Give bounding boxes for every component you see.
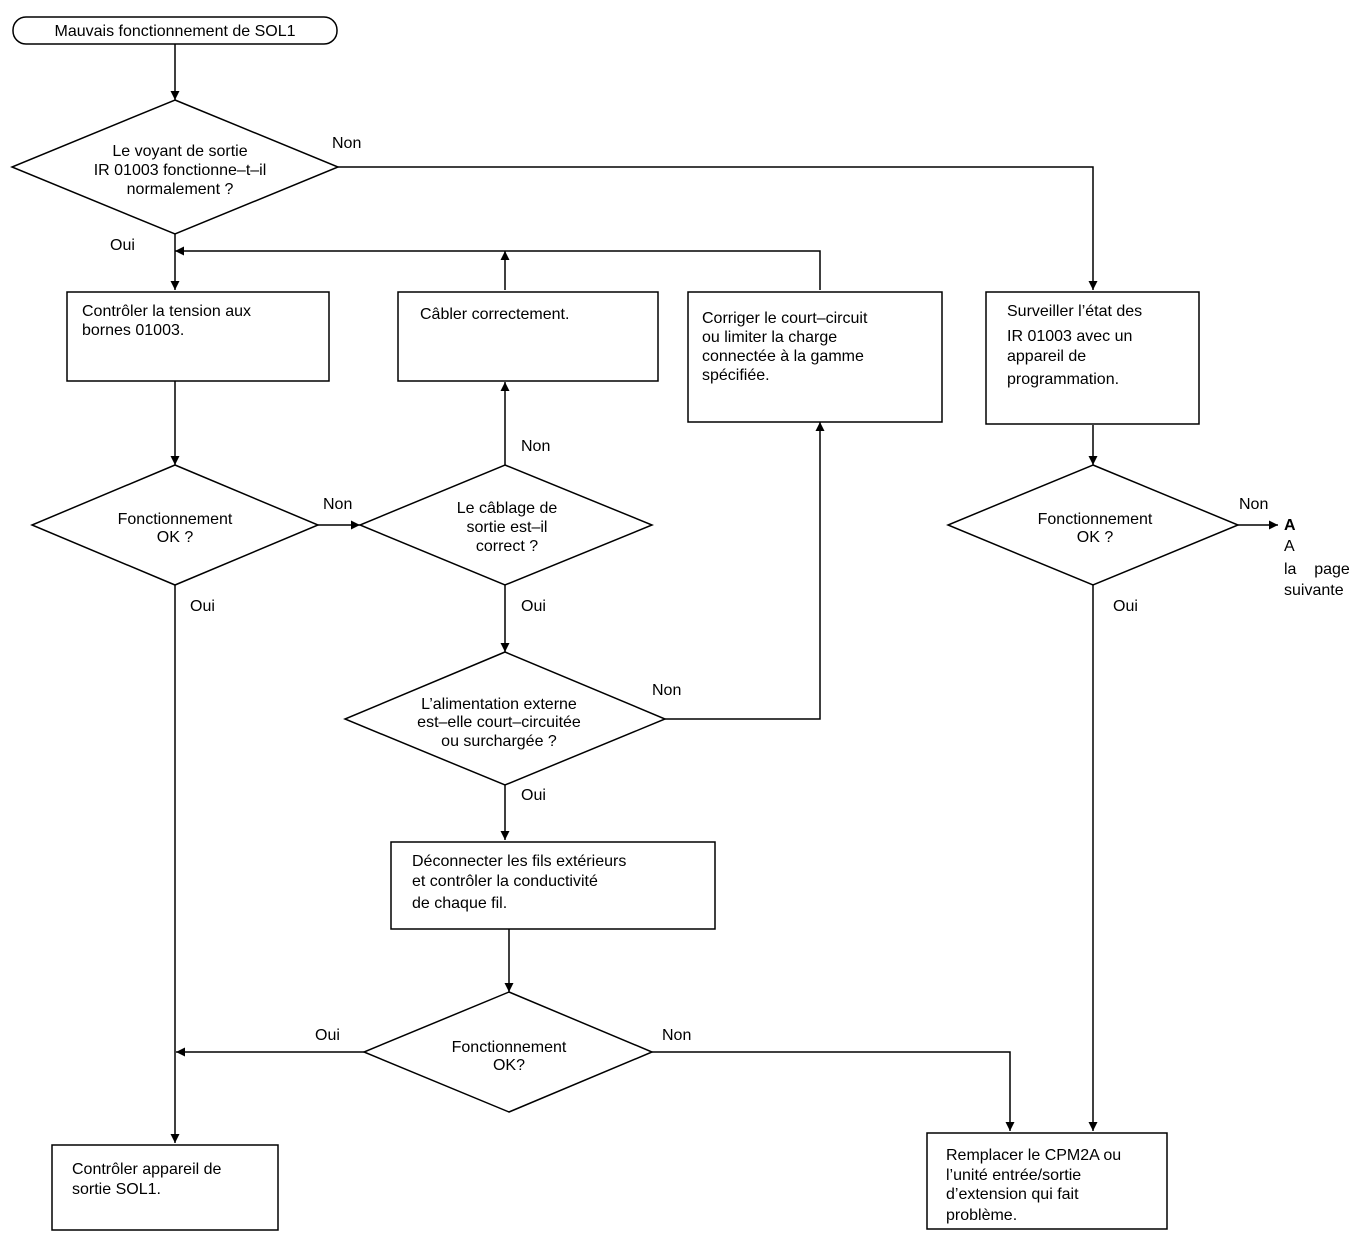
decision-d1-shape <box>10 99 340 235</box>
process-p3-shape <box>687 291 943 423</box>
offpage-connector: A A la page suivante <box>1284 517 1350 599</box>
decision-d6-line-2: OK ? <box>1077 529 1114 546</box>
decision-d1-line-2: IR 01003 fonctionne–t–il <box>94 162 267 179</box>
process-p1-shape <box>66 291 330 382</box>
process-p7-line-3: d’extension qui fait <box>946 1186 1079 1203</box>
edge-labels: Non Oui Non Oui Non Oui Non Oui Oui Non … <box>110 135 1268 1044</box>
decision-d2-line-1: Fonctionnement <box>118 511 233 528</box>
process-p2-line-1: Câbler correctement. <box>420 306 569 323</box>
decision-d6: Fonctionnement OK ? <box>946 464 1240 586</box>
decision-d3: Le câblage de sortie est–il correct ? <box>358 464 654 586</box>
label-d3-no: Non <box>521 438 550 455</box>
decision-d3-line-1: Le câblage de <box>457 500 558 517</box>
decision-d1-line-1: Le voyant de sortie <box>112 143 247 160</box>
connector-note-line-2: la page <box>1284 561 1350 578</box>
start-label: Mauvais fonctionnement de SOL1 <box>54 23 295 40</box>
process-p2: Câbler correctement. <box>397 291 659 382</box>
decision-d5-shape <box>362 991 654 1113</box>
process-p4: Surveiller l’état des IR 01003 avec un a… <box>985 291 1200 425</box>
edge-p3-return <box>175 246 821 290</box>
process-p3: Corriger le court–circuit ou limiter la … <box>687 291 943 423</box>
label-d6-yes: Oui <box>1113 598 1138 615</box>
connector-letter: A <box>1284 517 1296 534</box>
process-p1-line-2: bornes 01003. <box>82 322 184 339</box>
label-d2-yes: Oui <box>190 598 215 615</box>
process-p4-line-2: IR 01003 avec un <box>1007 328 1132 345</box>
decision-d4: L’alimentation externe est–elle court–ci… <box>343 651 667 786</box>
decision-d2-line-2: OK ? <box>157 529 194 546</box>
process-p7: Remplacer le CPM2A ou l’unité entrée/sor… <box>926 1132 1168 1230</box>
label-d4-no: Non <box>652 682 681 699</box>
connector-note-line-1: A <box>1284 538 1295 555</box>
decision-d2: Fonctionnement OK ? <box>30 464 320 586</box>
label-d3-yes: Oui <box>521 598 546 615</box>
start-node: Mauvais fonctionnement de SOL1 <box>12 16 338 45</box>
process-p6-line-2: sortie SOL1. <box>72 1181 161 1198</box>
decision-d3-line-2: sortie est–il <box>467 519 548 536</box>
decision-d5: Fonctionnement OK? <box>362 991 654 1113</box>
process-p4-shape <box>985 291 1200 425</box>
decision-d3-line-3: correct ? <box>476 538 538 555</box>
decision-d3-shape <box>358 464 654 586</box>
process-p6-shape <box>51 1144 279 1231</box>
process-p1: Contrôler la tension aux bornes 01003. <box>66 291 330 382</box>
label-d5-no: Non <box>662 1027 691 1044</box>
process-p3-line-1: Corriger le court–circuit <box>702 310 868 327</box>
label-d1-yes: Oui <box>110 237 135 254</box>
decision-d2-shape <box>30 464 320 586</box>
process-p5-line-1: Déconnecter les fils extérieurs <box>412 853 626 870</box>
process-p6-line-1: Contrôler appareil de <box>72 1161 222 1178</box>
process-p3-line-4: spécifiée. <box>702 367 770 384</box>
process-p5-line-3: de chaque fil. <box>412 895 507 912</box>
label-d6-no: Non <box>1239 496 1268 513</box>
process-p7-shape <box>926 1132 1168 1230</box>
process-p7-line-4: problème. <box>946 1207 1017 1224</box>
label-d2-no: Non <box>323 496 352 513</box>
process-p5: Déconnecter les fils extérieurs et contr… <box>390 841 716 930</box>
decision-d1-line-3: normalement ? <box>127 181 234 198</box>
connector-note-line-3: suivante <box>1284 582 1344 599</box>
decision-d6-line-1: Fonctionnement <box>1038 511 1153 528</box>
process-p4-line-4: programmation. <box>1007 371 1119 388</box>
process-p6: Contrôler appareil de sortie SOL1. <box>51 1144 279 1231</box>
process-p7-line-2: l’unité entrée/sortie <box>946 1167 1081 1184</box>
edge-d1-no <box>338 166 1098 290</box>
decision-d5-line-2: OK? <box>493 1057 525 1074</box>
decision-d5-line-1: Fonctionnement <box>452 1039 567 1056</box>
label-d5-yes: Oui <box>315 1027 340 1044</box>
start-terminal-shape <box>12 16 338 45</box>
decision-d4-line-1: L’alimentation externe <box>421 696 577 713</box>
process-p3-line-3: connectée à la gamme <box>702 348 864 365</box>
decision-d1: Le voyant de sortie IR 01003 fonctionne–… <box>10 99 340 235</box>
edges <box>170 44 1278 1143</box>
process-p7-line-1: Remplacer le CPM2A ou <box>946 1147 1121 1164</box>
decision-d4-line-3: ou surchargée ? <box>441 733 557 750</box>
process-p4-line-3: appareil de <box>1007 348 1086 365</box>
process-p1-line-1: Contrôler la tension aux <box>82 303 251 320</box>
edge-d5-no <box>652 1051 1015 1131</box>
process-p3-line-2: ou limiter la charge <box>702 329 837 346</box>
label-d4-yes: Oui <box>521 787 546 804</box>
process-p5-shape <box>390 841 716 930</box>
label-d1-no: Non <box>332 135 361 152</box>
decision-d4-shape <box>343 651 667 786</box>
process-p4-line-1: Surveiller l’état des <box>1007 303 1142 320</box>
decision-d6-shape <box>946 464 1240 586</box>
edge-d4-no <box>665 422 825 720</box>
decision-d4-line-2: est–elle court–circuitée <box>417 714 581 731</box>
process-p2-shape <box>397 291 659 382</box>
process-p5-line-2: et contrôler la conductivité <box>412 873 598 890</box>
